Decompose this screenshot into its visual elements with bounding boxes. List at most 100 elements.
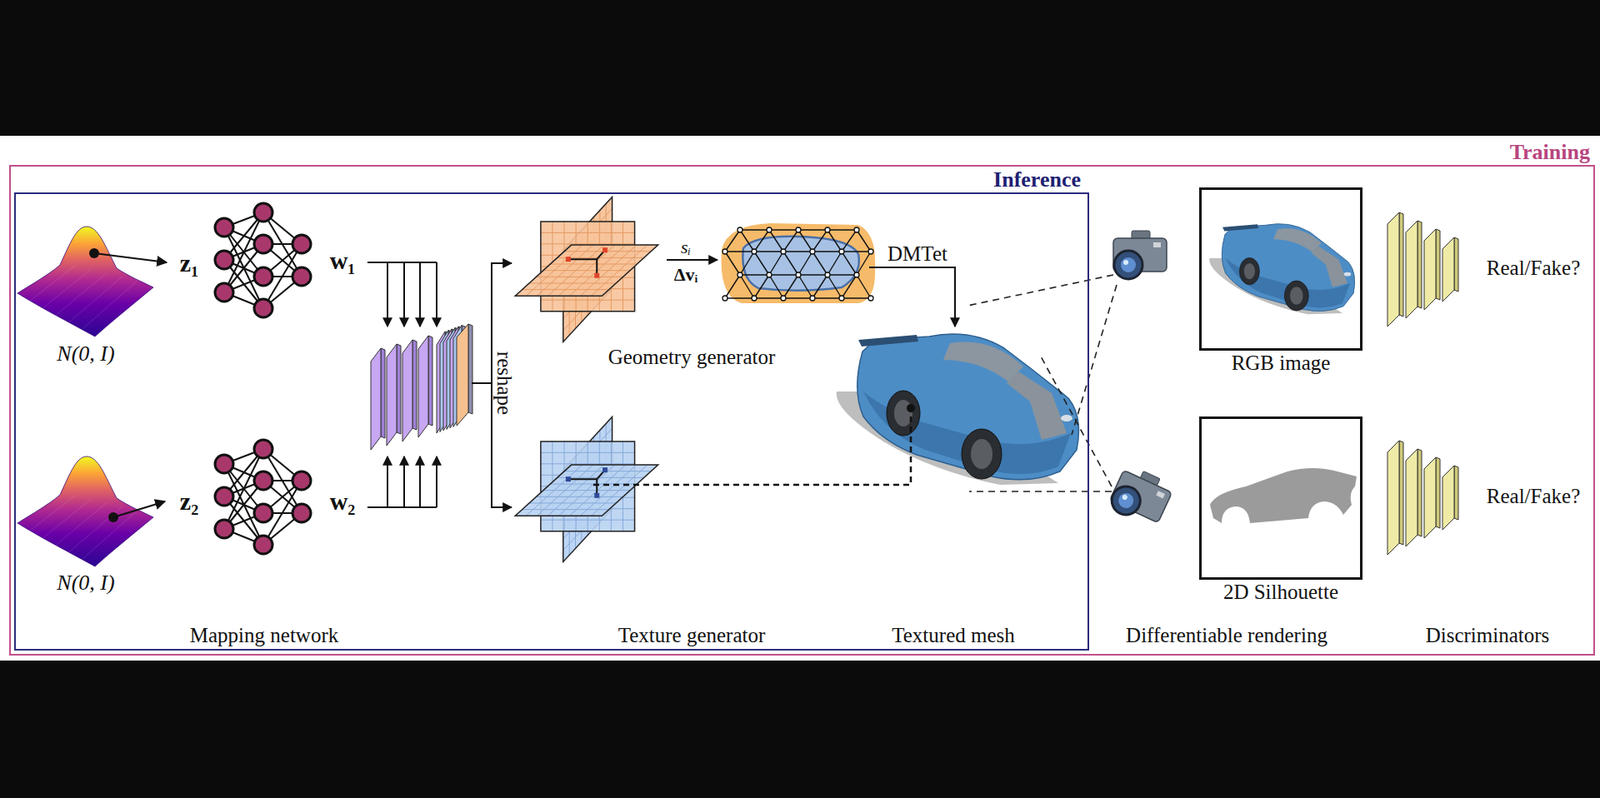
operation-label: DMTet bbox=[887, 242, 948, 266]
stage-label: Mapping network bbox=[190, 624, 339, 648]
car-window bbox=[943, 342, 1024, 382]
mesh-vertex bbox=[737, 272, 743, 278]
feature-map bbox=[402, 340, 417, 442]
surface-point bbox=[906, 404, 915, 413]
grid-line bbox=[569, 465, 625, 516]
surface-gridline bbox=[43, 269, 91, 308]
mesh-vertex bbox=[751, 295, 757, 301]
discriminator-layer-side bbox=[1417, 449, 1422, 537]
grid-line bbox=[543, 270, 630, 271]
surface-gridline bbox=[69, 276, 123, 323]
arrow-line bbox=[113, 501, 165, 518]
mesh-edge bbox=[740, 274, 770, 275]
mesh-vertex bbox=[766, 227, 772, 233]
mesh-edge bbox=[754, 297, 784, 299]
mesh-edge bbox=[827, 230, 842, 252]
camera-lens-glass bbox=[1120, 257, 1136, 273]
mesh-vertex bbox=[839, 249, 845, 255]
feature-map-face bbox=[402, 340, 413, 442]
feature-map-side bbox=[468, 324, 473, 415]
grid-line bbox=[564, 250, 651, 252]
rendered-car bbox=[1209, 224, 1355, 315]
math-symbol: Δvᵢ bbox=[674, 265, 699, 285]
arrow-line bbox=[419, 262, 421, 327]
mesh-edge bbox=[740, 251, 755, 275]
mesh-edge bbox=[798, 274, 828, 275]
mesh-vertex bbox=[839, 295, 845, 301]
neuron bbox=[292, 235, 311, 254]
ground-plane-outline bbox=[515, 245, 658, 296]
arrow-line bbox=[435, 456, 438, 508]
grid-line bbox=[569, 245, 625, 296]
mesh-edge bbox=[812, 230, 828, 252]
discriminator-layer-side bbox=[1417, 220, 1422, 309]
surface-gridline bbox=[30, 495, 76, 531]
car-spoiler bbox=[858, 335, 919, 347]
mesh-edge bbox=[827, 229, 857, 230]
grid-line bbox=[543, 490, 630, 491]
neuron bbox=[254, 440, 273, 459]
neuron bbox=[215, 487, 234, 506]
neuron bbox=[254, 235, 273, 254]
arrow-line bbox=[490, 506, 512, 509]
discriminator-layer-side bbox=[1435, 229, 1440, 300]
connector-line bbox=[969, 490, 1112, 493]
discriminator-layer bbox=[1442, 465, 1459, 530]
gaussian-shape bbox=[17, 226, 154, 337]
car-wheel bbox=[886, 390, 920, 436]
ground-plane-fill bbox=[515, 465, 658, 516]
mesh-vertex bbox=[751, 249, 757, 255]
mesh-edge bbox=[827, 274, 857, 275]
neuron bbox=[254, 535, 273, 555]
mesh-vertex bbox=[737, 227, 743, 233]
mesh-vertex bbox=[825, 272, 830, 278]
arrow-line bbox=[435, 262, 438, 327]
connector-line bbox=[1071, 285, 1117, 435]
connector-line bbox=[1040, 356, 1112, 487]
image-frame: RGB image bbox=[1199, 187, 1363, 351]
mesh-edge bbox=[783, 251, 799, 275]
mesh-edge bbox=[856, 275, 871, 299]
training-box: TrainingInferenceRGB image2D Silhouette bbox=[9, 165, 1595, 656]
car-wheel bbox=[961, 429, 1002, 480]
feature-mark bbox=[602, 247, 608, 253]
camera-lens-glass bbox=[1115, 490, 1136, 511]
texture-query-line bbox=[593, 408, 911, 485]
grid-line bbox=[540, 520, 635, 521]
feature-map-face bbox=[370, 348, 381, 450]
car-stripe bbox=[1006, 371, 1067, 440]
projection-line bbox=[568, 478, 597, 480]
mesh-edge bbox=[827, 275, 842, 299]
surface-gridline bbox=[56, 503, 108, 546]
neuron bbox=[215, 455, 234, 474]
grid-line bbox=[564, 470, 651, 472]
car-model bbox=[836, 334, 1080, 485]
feature-map-face bbox=[456, 324, 469, 426]
mesh-vertex bbox=[854, 272, 860, 278]
discriminator-layer-side bbox=[1399, 440, 1404, 545]
operation-label: reshape bbox=[492, 351, 516, 415]
mesh-edge bbox=[769, 251, 784, 275]
discriminator-layer-face bbox=[1424, 229, 1436, 310]
camera-flash bbox=[1153, 242, 1161, 248]
mesh-edge bbox=[740, 229, 770, 230]
math-symbol: w₂ bbox=[330, 487, 356, 515]
mesh-edge bbox=[783, 297, 813, 299]
mesh-edge bbox=[740, 230, 755, 252]
neuron bbox=[215, 283, 234, 302]
neuron bbox=[215, 250, 234, 270]
camera-icon bbox=[1106, 463, 1176, 530]
camera-lens bbox=[1107, 481, 1145, 520]
image-caption: 2D Silhouette bbox=[1223, 580, 1339, 605]
math-symbol: z₂ bbox=[180, 487, 199, 515]
discriminator bbox=[1387, 212, 1459, 327]
arrow-line bbox=[386, 456, 389, 508]
connector-line bbox=[490, 262, 493, 509]
distribution-label: N(0, I) bbox=[56, 342, 115, 367]
mesh-edge bbox=[812, 297, 842, 299]
car-rim bbox=[970, 439, 993, 470]
neuron bbox=[254, 299, 273, 318]
lens-highlight bbox=[1121, 494, 1129, 501]
arrow-line bbox=[419, 456, 421, 508]
mesh-vertex bbox=[868, 295, 874, 301]
